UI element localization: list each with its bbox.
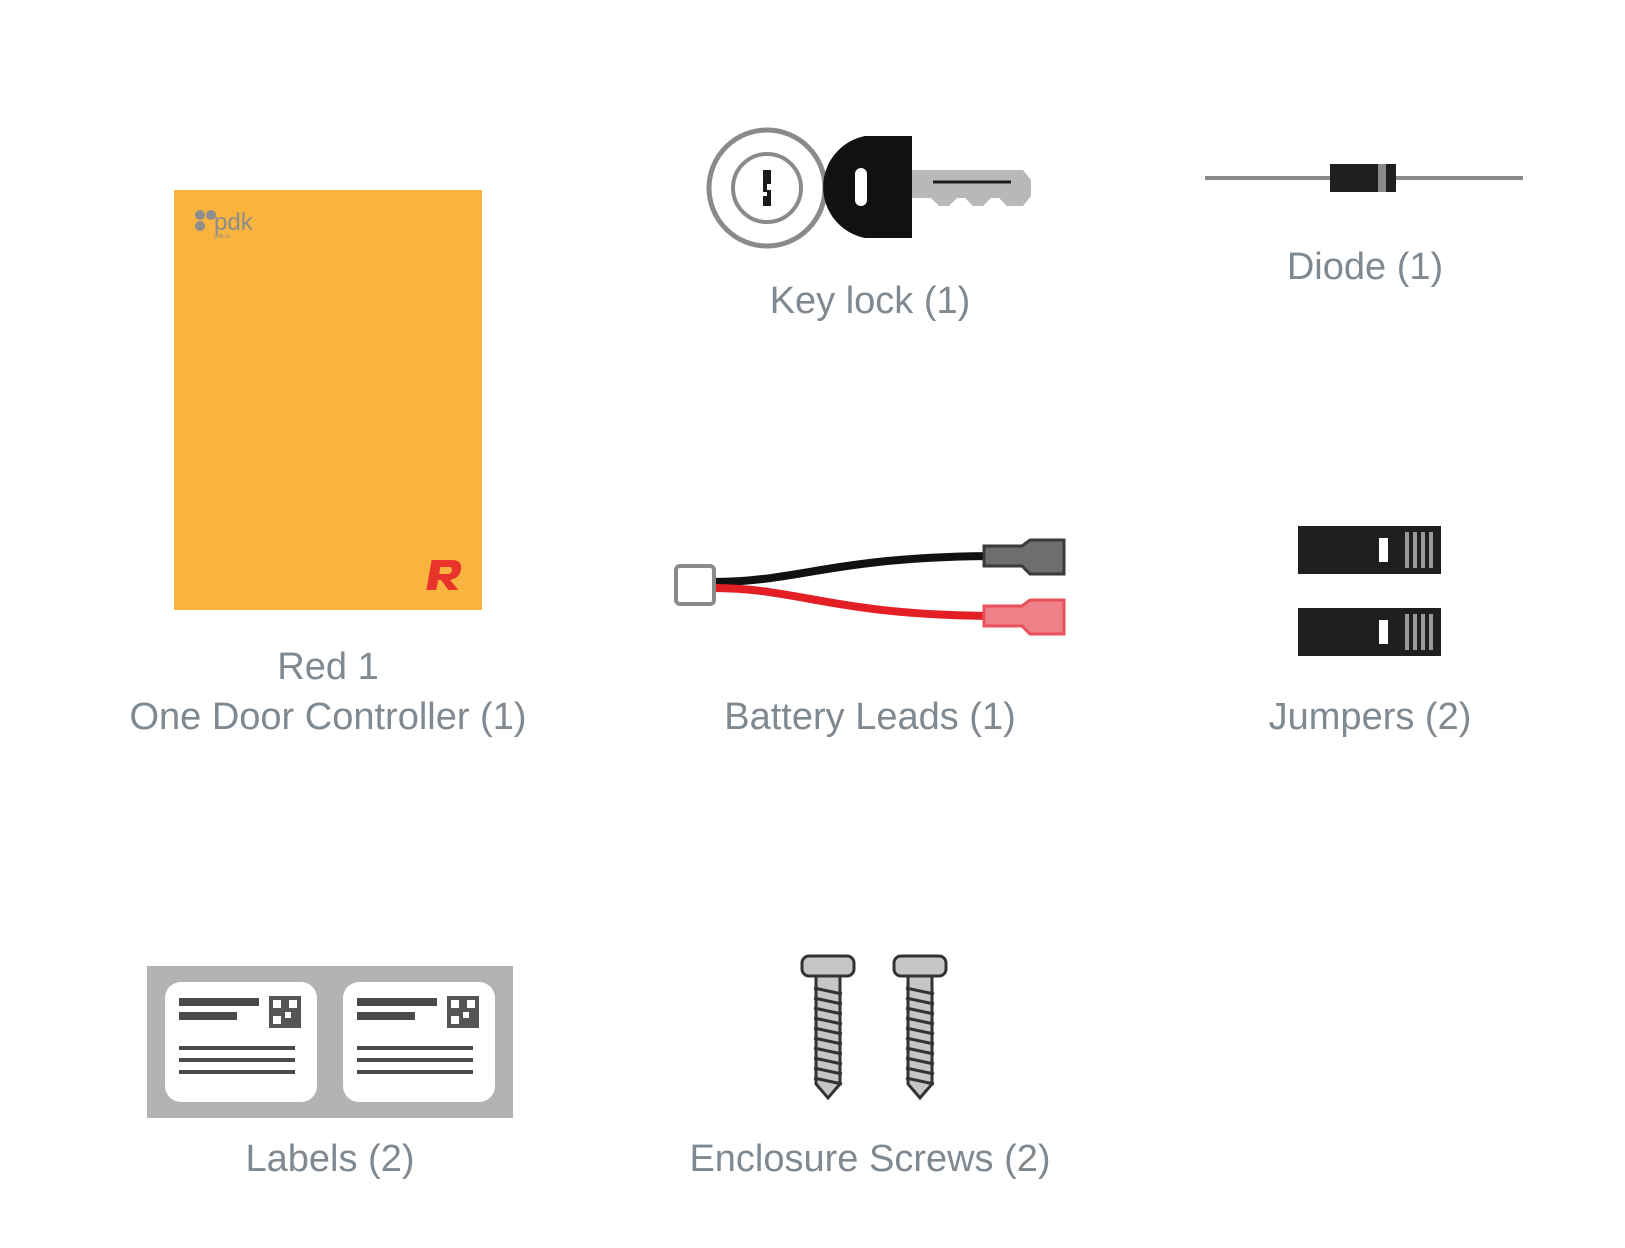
controller-illustration: pdk pdk.io [174, 190, 482, 610]
pdk-logo-text: pdk [214, 209, 253, 236]
screws-label: Enclosure Screws (2) [689, 1138, 1051, 1180]
keylock-icon [706, 127, 1031, 249]
diode-icon [1205, 164, 1523, 192]
diode-label: Diode (1) [1286, 246, 1444, 288]
labels-label: Labels (2) [245, 1138, 415, 1180]
screws-icon [800, 954, 948, 1101]
jumpers-icon [1298, 526, 1441, 656]
labels-icon [147, 966, 513, 1118]
keylock-label: Key lock (1) [769, 280, 971, 322]
pdk-logo-subtext: pdk.io [214, 234, 231, 240]
controller-label-line2: One Door Controller (1) [129, 696, 527, 738]
battery-leads-label: Battery Leads (1) [724, 696, 1016, 738]
battery-leads-icon [674, 538, 1066, 636]
red-r-logo [426, 560, 462, 590]
jumpers-label: Jumpers (2) [1268, 696, 1472, 738]
controller-label-line1: Red 1 [277, 646, 379, 688]
pdk-logo [195, 210, 216, 231]
